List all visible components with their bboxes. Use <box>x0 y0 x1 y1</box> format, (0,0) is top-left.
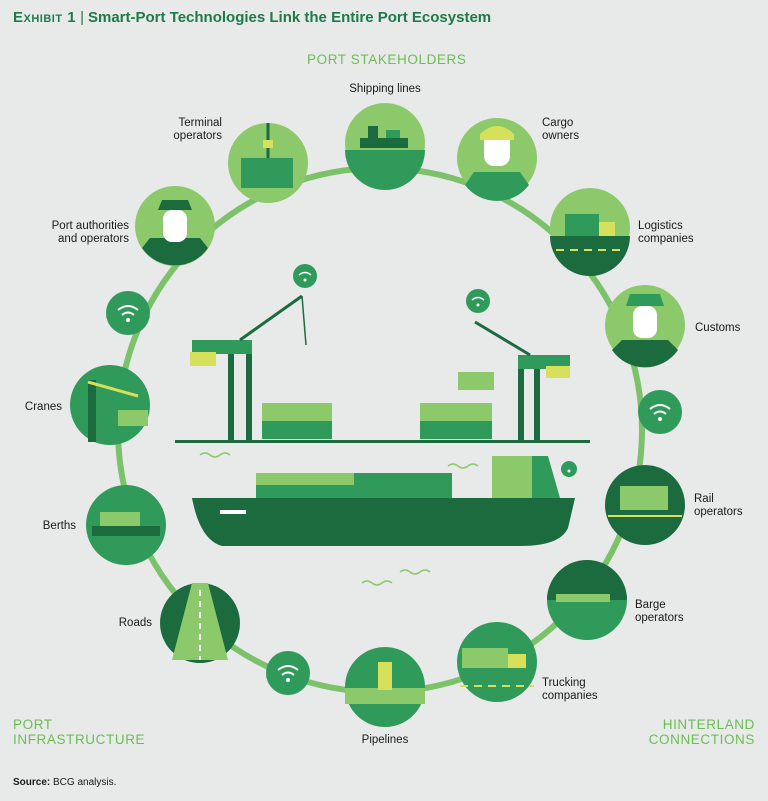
label-barge-operators: Barge operators <box>635 599 684 624</box>
rail-operators-icon <box>605 465 685 545</box>
label-port-authorities: Port authorities and operators <box>51 220 129 245</box>
label-trucking-companies: Trucking companies <box>542 677 598 702</box>
label-shipping-lines: Shipping lines <box>349 83 421 95</box>
wifi-icon-right <box>638 390 682 434</box>
label-roads: Roads <box>118 617 152 629</box>
wifi-icon-bottom <box>266 651 310 695</box>
wifi-icon-left <box>106 291 150 335</box>
berths-icon <box>86 485 166 565</box>
label-cranes: Cranes <box>24 401 62 413</box>
source-note: Source: BCG analysis. <box>13 777 117 788</box>
water-waves <box>199 452 479 586</box>
label-rail-operators: Rail operators <box>694 493 743 518</box>
label-customs: Customs <box>695 322 741 334</box>
port-authorities-icon <box>135 186 215 266</box>
section-port-stakeholders: PORT STAKEHOLDERS <box>307 52 467 67</box>
label-cargo-owners: Cargo owners <box>542 117 580 142</box>
shipping-lines-icon <box>345 103 425 190</box>
label-terminal-operators: Terminal operators <box>173 117 222 142</box>
label-berths: Berths <box>42 520 76 532</box>
roads-icon <box>160 583 240 663</box>
cargo-owners-icon <box>457 118 537 201</box>
container-ship <box>192 456 575 546</box>
terminal-operators-icon <box>228 123 308 203</box>
crane-left <box>190 294 307 440</box>
wifi-icon-ship <box>561 461 577 477</box>
exhibit-heading: Smart-Port Technologies Link the Entire … <box>87 9 492 26</box>
wifi-icon-crane-right <box>466 289 490 313</box>
section-port-infrastructure: PORT INFRASTRUCTURE <box>13 717 146 747</box>
customs-icon <box>605 285 685 368</box>
exhibit-number: Exhibit 1 <box>13 9 77 26</box>
exhibit-title: Exhibit 1|Smart-Port Technologies Link t… <box>13 9 492 26</box>
trucking-companies-icon <box>457 622 537 702</box>
wifi-icon-crane-left <box>293 264 317 288</box>
section-hinterland-connections: HINTERLAND CONNECTIONS <box>648 717 755 747</box>
quay-containers-left <box>262 403 332 439</box>
label-pipelines: Pipelines <box>361 734 409 746</box>
quay-line <box>175 440 590 443</box>
barge-operators-icon <box>547 560 627 640</box>
logistics-companies-icon <box>550 188 630 276</box>
pipelines-icon <box>345 647 425 727</box>
label-logistics-companies: Logistics companies <box>638 220 694 245</box>
cranes-icon <box>70 365 150 445</box>
crane-right <box>458 320 570 440</box>
quay-containers-right <box>420 403 492 439</box>
central-port-scene <box>175 264 590 586</box>
